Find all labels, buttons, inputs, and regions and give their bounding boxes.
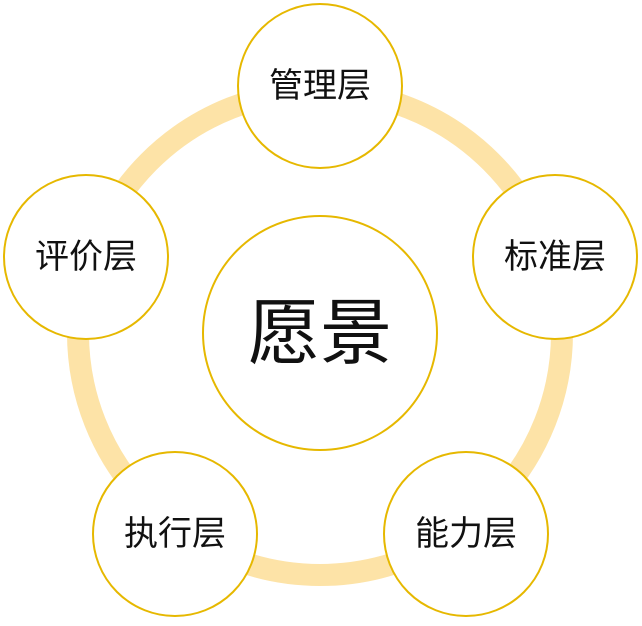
node-evaluation-circle [3, 174, 169, 340]
center-circle [202, 215, 438, 451]
node-execution-label: 执行层 [124, 514, 226, 554]
node-evaluation: 评价层 [3, 174, 169, 340]
node-capability-circle [383, 451, 549, 617]
node-management: 管理层 [237, 3, 403, 169]
node-standard-label: 标准层 [504, 237, 606, 277]
node-management-label: 管理层 [269, 66, 371, 106]
node-execution: 执行层 [92, 451, 258, 617]
center-label: 愿景 [248, 291, 392, 375]
node-capability-label: 能力层 [415, 514, 517, 554]
node-standard-circle [472, 174, 638, 340]
node-standard: 标准层 [472, 174, 638, 340]
center-node: 愿景 [202, 215, 438, 451]
node-execution-circle [92, 451, 258, 617]
node-management-circle [237, 3, 403, 169]
node-evaluation-label: 评价层 [35, 237, 137, 277]
node-capability: 能力层 [383, 451, 549, 617]
